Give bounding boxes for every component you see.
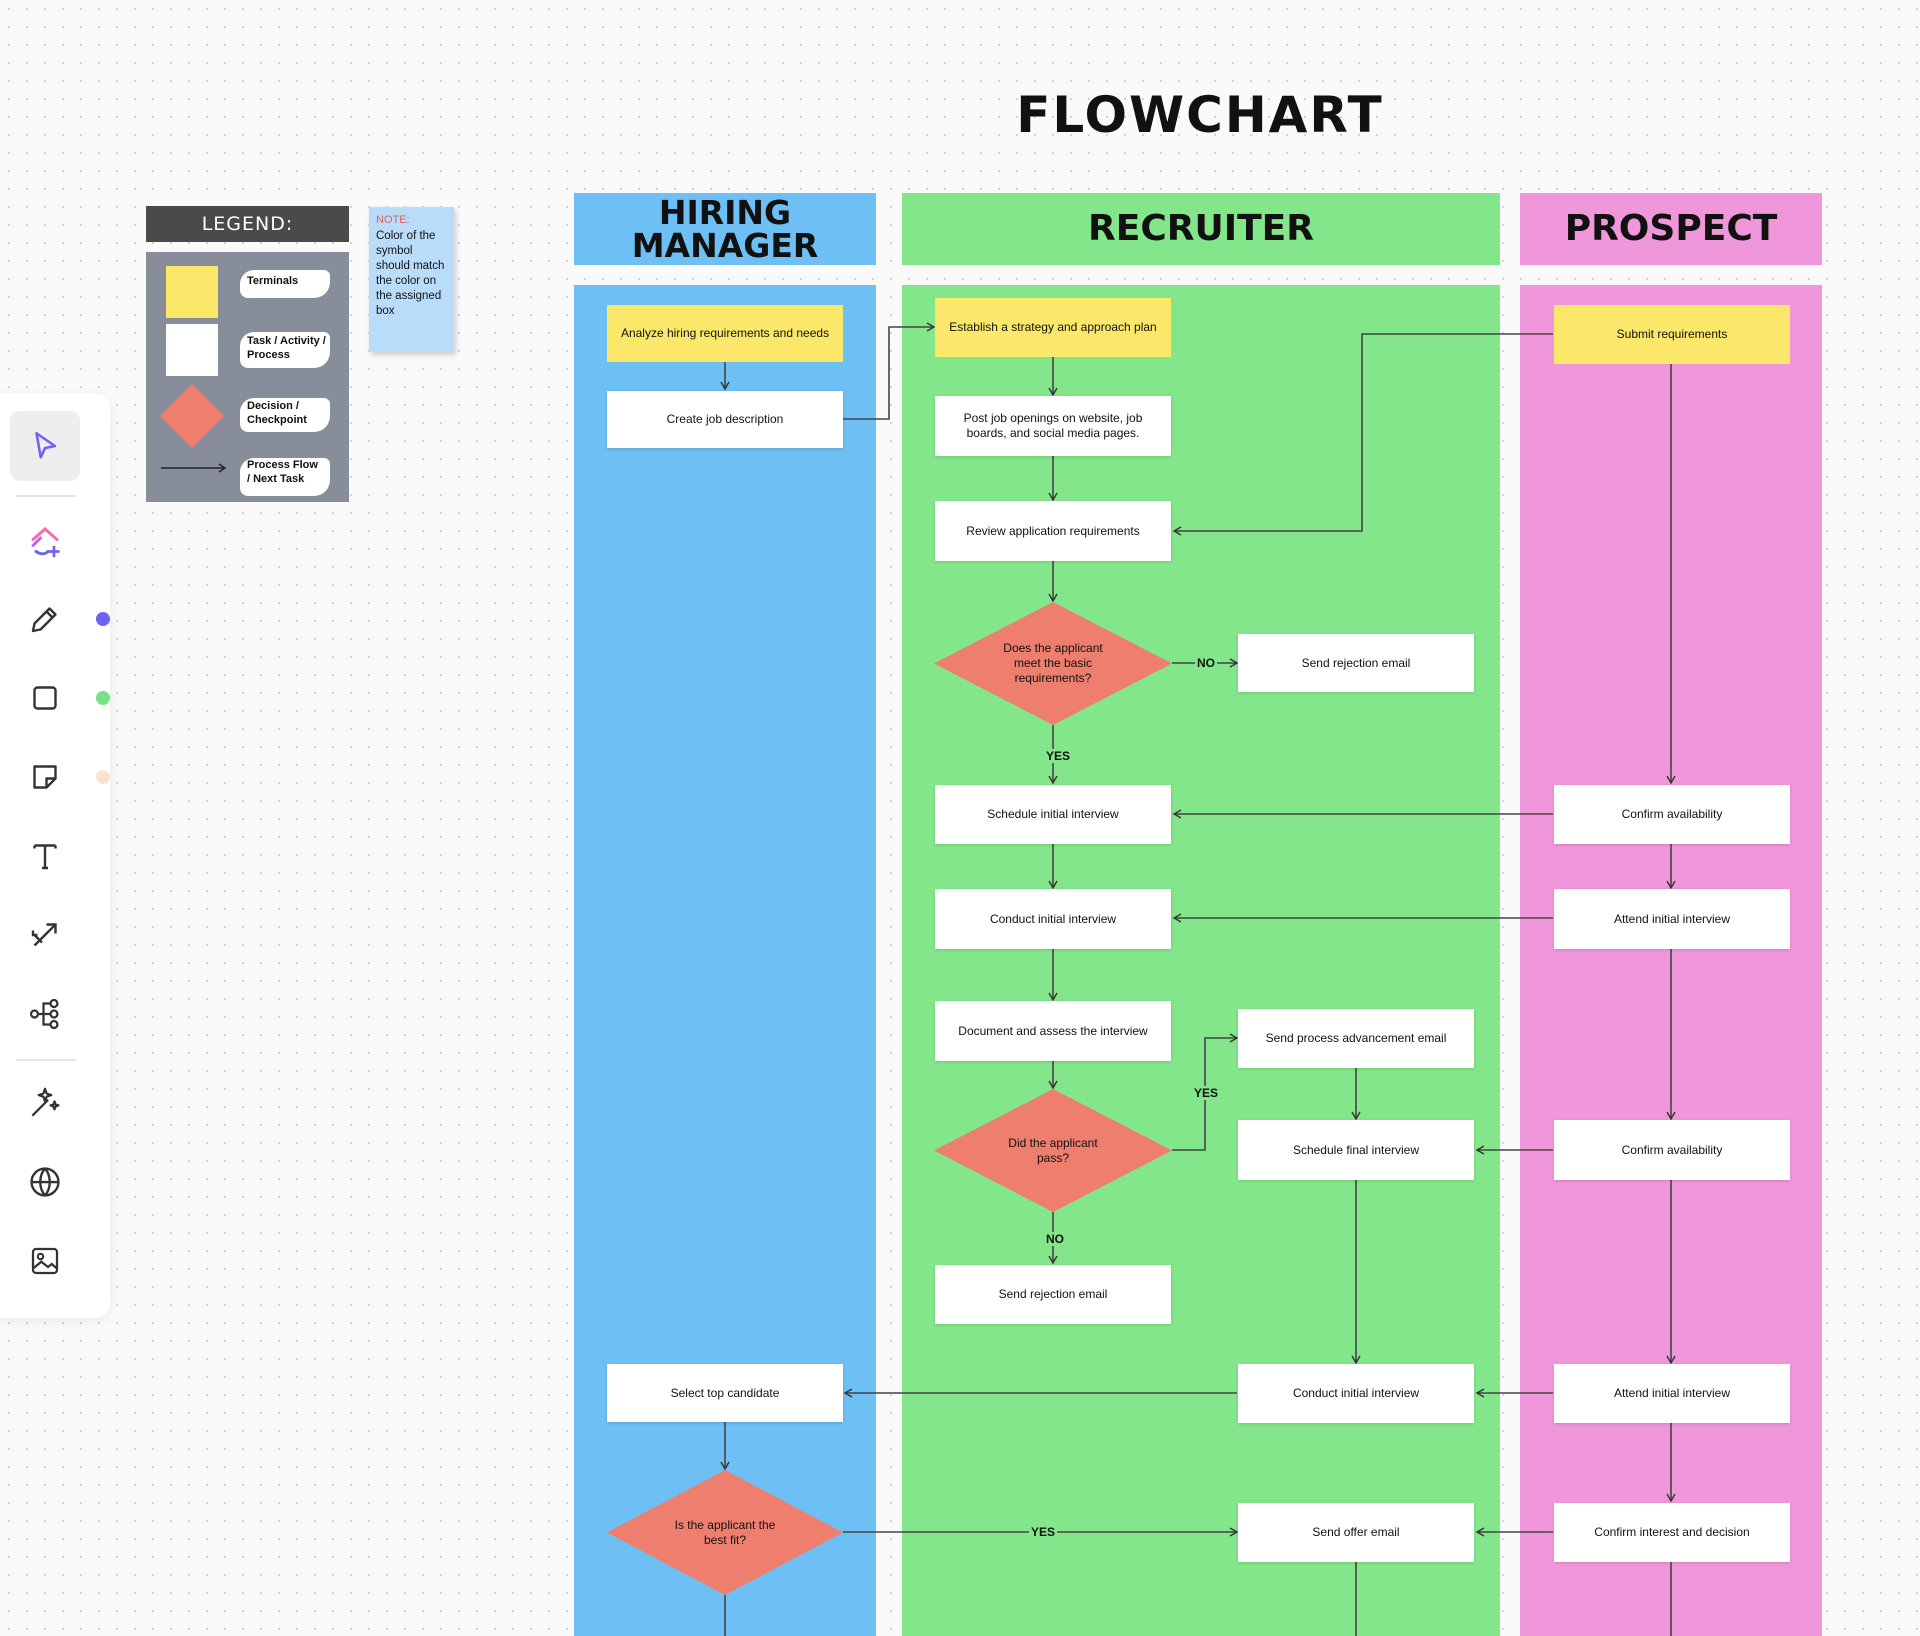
tool-shape[interactable] — [10, 663, 80, 733]
pen-color-dot[interactable] — [96, 612, 110, 626]
node-best-fit-decision[interactable]: Is the applicant the best fit? — [607, 1470, 843, 1595]
node-conduct-final-interview[interactable]: Conduct initial interview — [1238, 1364, 1474, 1423]
node-pass-decision[interactable]: Did the applicant pass? — [934, 1089, 1172, 1212]
node-meet-basic-decision[interactable]: Does the applicant meet the basic requir… — [934, 602, 1172, 725]
text-icon — [33, 844, 57, 870]
node-send-advancement-email[interactable]: Send process advancement email — [1238, 1009, 1474, 1068]
node-establish-strategy[interactable]: Establish a strategy and approach plan — [935, 298, 1171, 357]
node-confirm-interest[interactable]: Confirm interest and decision — [1554, 1503, 1790, 1562]
lane-header-label: PROSPECT — [1564, 208, 1778, 249]
node-analyze-requirements[interactable]: Analyze hiring requirements and needs — [607, 305, 843, 362]
node-submit-requirements[interactable]: Submit requirements — [1554, 305, 1790, 364]
node-send-rejection-email-2[interactable]: Send rejection email — [935, 1265, 1171, 1324]
legend-label: Task / Activity / Process — [247, 335, 326, 362]
legend-swatch-decision — [160, 384, 224, 448]
sticky-note[interactable]: NOTE: Color of the symbol should match t… — [369, 207, 454, 352]
node-send-rejection-email-1[interactable]: Send rejection email — [1238, 634, 1474, 692]
sticky-color-dot[interactable] — [96, 770, 110, 784]
lane-header-line1: HIRING — [658, 193, 792, 232]
edge-submit-to-review — [1172, 333, 1553, 536]
tool-ai-magic[interactable] — [10, 1068, 80, 1138]
decision-label: Does the applicant meet the basic requir… — [1003, 640, 1103, 685]
tool-mind-map[interactable] — [10, 979, 80, 1049]
edge-label-no: NO — [1044, 1232, 1066, 1246]
note-heading: NOTE: — [376, 214, 410, 226]
mind-map-icon — [29, 998, 59, 1030]
tool-ai[interactable] — [10, 506, 80, 576]
node-send-offer-email[interactable]: Send offer email — [1238, 1503, 1474, 1562]
node-confirm-availability-1[interactable]: Confirm availability — [1554, 785, 1790, 844]
image-icon — [31, 1247, 59, 1275]
note-text: Color of the symbol should match the col… — [376, 230, 445, 317]
magic-wand-icon — [31, 1087, 60, 1117]
node-attend-initial-interview-2[interactable]: Attend initial interview — [1554, 1364, 1790, 1423]
edge-label-yes: YES — [1192, 1086, 1221, 1100]
decision-shape — [934, 1089, 1172, 1212]
tool-select[interactable] — [10, 411, 80, 481]
tool-image[interactable] — [10, 1226, 80, 1296]
node-review-requirements[interactable]: Review application requirements — [935, 501, 1171, 561]
decision-shape — [607, 1470, 843, 1595]
legend-label: Decision / Checkpoint — [247, 400, 307, 427]
node-select-top-candidate[interactable]: Select top candidate — [607, 1364, 843, 1422]
lane-header-line2: MANAGER — [631, 226, 819, 265]
lane-header-label: RECRUITER — [1088, 208, 1314, 249]
node-attend-initial-interview-1[interactable]: Attend initial interview — [1554, 889, 1790, 949]
legend-arrow-icon — [161, 463, 227, 473]
legend-brush — [240, 398, 330, 432]
decision-shape — [934, 602, 1172, 725]
node-create-job-description[interactable]: Create job description — [607, 391, 843, 448]
cursor-icon — [35, 431, 57, 459]
tool-pen[interactable] — [10, 584, 80, 654]
edge-label-yes: YES — [1029, 1525, 1058, 1539]
node-document-interview[interactable]: Document and assess the interview — [935, 1001, 1171, 1061]
node-schedule-initial-interview[interactable]: Schedule initial interview — [935, 785, 1171, 844]
clickup-ai-icon — [31, 527, 60, 558]
pen-icon — [31, 607, 57, 633]
legend-title[interactable]: LEGEND: — [146, 206, 349, 242]
legend-brush — [240, 270, 330, 298]
flowchart-title: FLOWCHART — [1016, 86, 1384, 144]
lane-header-hiring-manager[interactable]: HIRING MANAGER — [574, 193, 876, 265]
lane-header-recruiter[interactable]: RECRUITER — [902, 193, 1500, 265]
left-toolbar — [0, 393, 110, 1318]
decision-label: Is the applicant the best fit? — [674, 1517, 776, 1547]
legend-label: Process Flow / Next Task — [247, 459, 318, 486]
sticky-note-icon — [33, 765, 57, 789]
node-post-job-openings[interactable]: Post job openings on website, job boards… — [935, 396, 1171, 456]
legend-swatch-task — [166, 324, 218, 376]
edge-label-yes: YES — [1044, 749, 1073, 763]
node-conduct-initial-interview[interactable]: Conduct initial interview — [935, 889, 1171, 949]
decision-label: Did the applicant pass? — [1008, 1136, 1098, 1165]
tool-web-embed[interactable] — [10, 1147, 80, 1217]
tool-sticky-note[interactable] — [10, 742, 80, 812]
node-schedule-final-interview[interactable]: Schedule final interview — [1238, 1120, 1474, 1180]
tool-connector[interactable] — [10, 900, 80, 970]
shape-color-dot[interactable] — [96, 691, 110, 705]
legend-panel[interactable]: Terminals Task / Activity / Process Deci… — [146, 252, 349, 502]
toolbar-divider — [16, 495, 76, 497]
node-confirm-availability-2[interactable]: Confirm availability — [1554, 1120, 1790, 1180]
legend-label: Terminals — [247, 275, 299, 287]
globe-icon — [30, 1167, 60, 1197]
square-icon — [33, 686, 57, 710]
legend-brush — [240, 332, 330, 368]
edge-create-jd-to-strategy — [843, 322, 936, 420]
connector-icon — [31, 923, 57, 947]
tool-text[interactable] — [10, 821, 80, 891]
lane-header-prospect[interactable]: PROSPECT — [1520, 193, 1822, 265]
legend-swatch-terminal — [166, 266, 218, 318]
toolbar-divider — [16, 1059, 76, 1061]
legend-brush — [240, 458, 330, 496]
edge-label-no: NO — [1195, 656, 1217, 670]
